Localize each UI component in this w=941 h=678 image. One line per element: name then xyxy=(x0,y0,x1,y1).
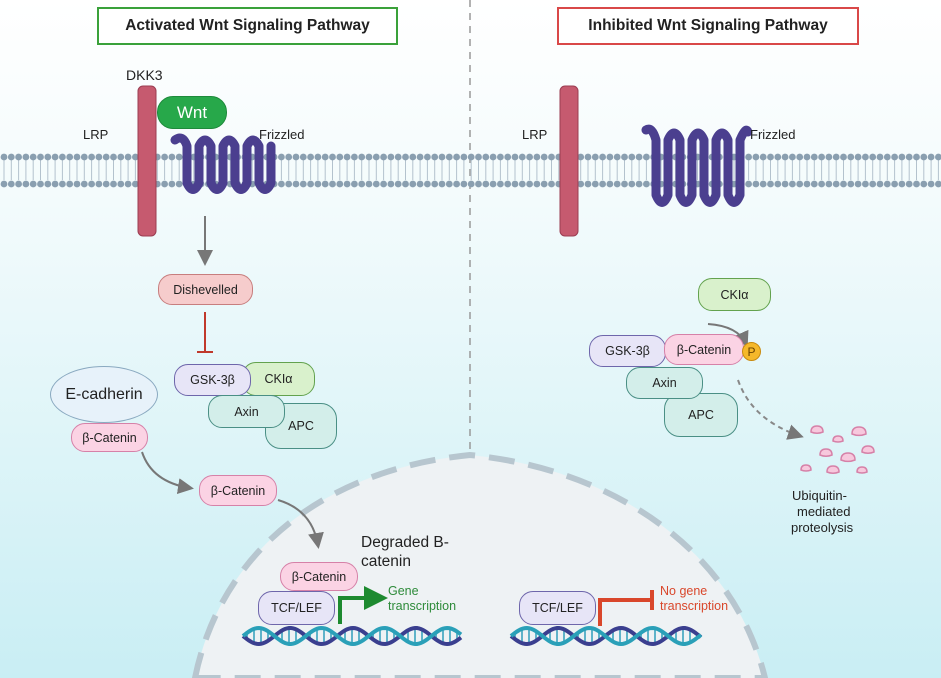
apc-right: APC xyxy=(664,393,738,437)
no-gene-label-line1: No gene xyxy=(660,584,708,598)
inhibited-title: Inhibited Wnt Signaling Pathway xyxy=(557,7,859,45)
ubiquitin-label-line1: Ubiquitin- xyxy=(792,488,847,503)
gene-label-line2: transcription xyxy=(388,599,457,613)
tcf-lef-left: TCF/LEF xyxy=(258,591,335,625)
gene-label-line1: Gene xyxy=(388,584,419,598)
gsk3b-right: GSK-3β xyxy=(589,335,666,367)
dna-helix-right xyxy=(509,625,703,647)
frizzled-receptor-right xyxy=(641,124,753,207)
bcatenin-nucleus: β-Catenin xyxy=(280,562,358,591)
ck1a-left: CKIα xyxy=(242,362,315,396)
dishevelled: Dishevelled xyxy=(158,274,253,305)
bcatenin-cytoplasm: β-Catenin xyxy=(199,475,277,506)
ck1a-right: CKIα xyxy=(698,278,771,311)
wnt-ligand: Wnt xyxy=(157,96,227,129)
frizzled-label-left: Frizzled xyxy=(259,127,305,142)
dna-helix-left xyxy=(241,625,463,647)
lrp-receptor-right xyxy=(559,85,579,237)
arrow-to-proteolysis xyxy=(737,379,804,440)
lrp-receptor-left xyxy=(137,85,157,237)
ubiquitin-label-line2: mediated xyxy=(797,504,851,519)
dkk3-label: DKK3 xyxy=(126,67,163,83)
lrp-label-right: LRP xyxy=(522,127,548,142)
no-gene-label-line2: transcription xyxy=(660,599,729,613)
nuclear-envelope xyxy=(191,451,769,678)
e-cadherin: E-cadherin xyxy=(50,366,158,423)
axin-left: Axin xyxy=(208,395,285,428)
arrow-bcatenin-to-cytoplasm xyxy=(141,451,194,495)
gsk3b-left: GSK-3β xyxy=(174,364,251,396)
tcf-lef-right: TCF/LEF xyxy=(519,591,596,625)
frizzled-receptor-left xyxy=(170,133,276,194)
degraded-label-line1: Degraded B- xyxy=(361,534,449,551)
proteolysis-fragments xyxy=(800,425,875,474)
phosphate-group: P xyxy=(742,342,761,361)
arrow-ck1a-phosphorylation xyxy=(707,323,749,348)
no-transcription-block xyxy=(598,590,654,626)
gene-transcription-arrow xyxy=(338,586,388,624)
degraded-label-line2: catenin xyxy=(361,553,411,570)
lrp-label-left: LRP xyxy=(83,127,109,142)
arrow-bcatenin-to-nucleus xyxy=(277,499,324,549)
axin-right: Axin xyxy=(626,367,703,399)
frizzled-label-right: Frizzled xyxy=(750,127,796,142)
inhibit-dishevelled-to-complex xyxy=(197,312,213,353)
bcatenin-membrane: β-Catenin xyxy=(71,423,148,452)
ubiquitin-label-line3: proteolysis xyxy=(791,520,854,535)
activated-title: Activated Wnt Signaling Pathway xyxy=(97,7,398,45)
bcatenin-right: β-Catenin xyxy=(664,334,744,365)
